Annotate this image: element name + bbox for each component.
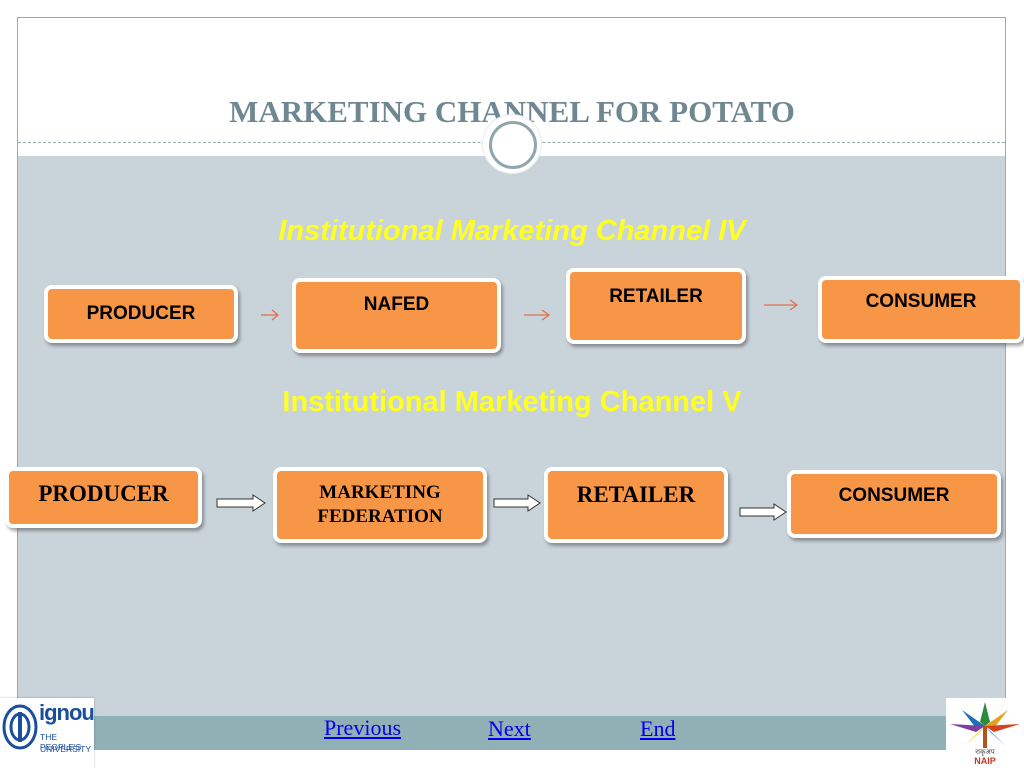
previous-link[interactable]: Previous — [324, 715, 401, 740]
channel-v-federation-label: MARKETING FEDERATION — [317, 482, 443, 527]
channel-iv-arrow-1 — [261, 309, 280, 321]
channel-v-producer-box: PRODUCER — [5, 467, 202, 528]
end-link[interactable]: End — [640, 716, 676, 741]
channel-iv-arrow-2 — [524, 309, 551, 321]
ring-ornament-inner — [489, 121, 537, 169]
channel-iv-consumer-box: CONSUMER — [818, 276, 1024, 343]
ignou-wordmark: ignou — [39, 700, 95, 725]
channel-v-retailer-box: RETAILER — [544, 467, 728, 543]
footer-bar — [18, 716, 1005, 750]
channel-v-arrow-2 — [493, 494, 541, 512]
ignou-emblem-icon — [2, 704, 38, 750]
channel-iv-retailer-box: RETAILER — [566, 268, 746, 344]
channel-v-arrow-3 — [739, 503, 787, 521]
channel-v-federation-box: MARKETING FEDERATION — [273, 467, 487, 543]
naip-logo: राकृअप NAIP — [946, 698, 1024, 768]
channel-v-retailer-label: RETAILER — [576, 482, 696, 507]
channel-v-producer-label: PRODUCER — [38, 481, 169, 506]
channel-iv-heading: Institutional Marketing Channel IV — [278, 215, 746, 247]
channel-iv-producer-label: PRODUCER — [86, 303, 196, 324]
next-link[interactable]: Next — [488, 716, 531, 741]
naip-caption: NAIP — [974, 756, 996, 766]
channel-iv-arrow-3 — [764, 299, 799, 311]
ignou-tagline-1: THE PEOPLE'S — [40, 732, 82, 752]
ignou-logo: ignou THE PEOPLE'S UNIVERSITY — [0, 698, 95, 768]
channel-v-consumer-box: CONSUMER — [787, 470, 1001, 538]
channel-v-heading: Institutional Marketing Channel V — [282, 386, 742, 418]
channel-v-arrow-1 — [216, 494, 266, 512]
channel-iv-consumer-label: CONSUMER — [865, 291, 977, 312]
channel-iv-retailer-label: RETAILER — [609, 286, 703, 307]
channel-iv-nafed-box: NAFED — [292, 278, 501, 353]
channel-iv-nafed-label: NAFED — [363, 294, 430, 315]
naip-caption-hindi: राकृअप — [975, 748, 995, 756]
ignou-tagline-2: UNIVERSITY — [40, 744, 92, 754]
naip-star-icon — [950, 702, 1020, 748]
channel-v-consumer-label: CONSUMER — [838, 485, 950, 506]
channel-iv-producer-box: PRODUCER — [44, 285, 238, 343]
